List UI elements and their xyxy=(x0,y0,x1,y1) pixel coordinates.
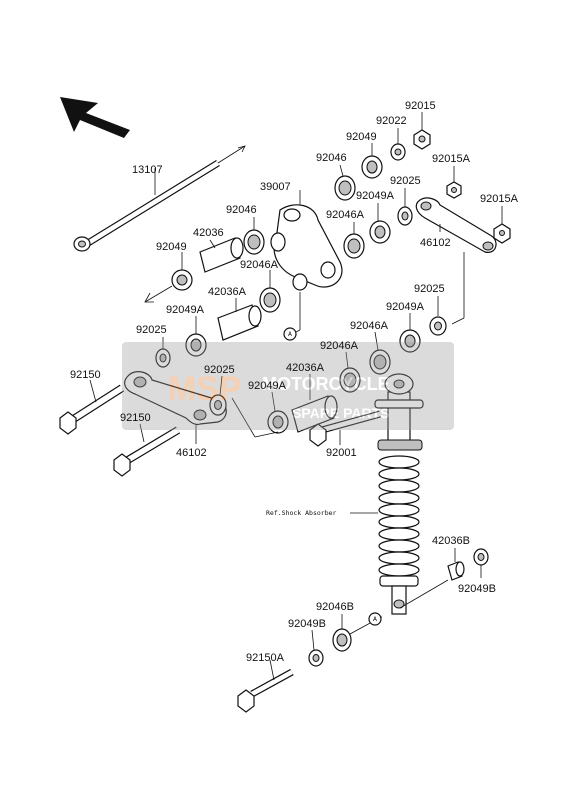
bearing-92046A-mid xyxy=(259,270,281,313)
label-92046-mid: 92046 xyxy=(226,204,257,216)
washer-92049A-left xyxy=(185,316,207,357)
bearing-92046A-low xyxy=(339,351,361,393)
label-46102-right: 46102 xyxy=(420,237,451,249)
label-92049B-right: 92049B xyxy=(458,583,496,595)
bolt-92001 xyxy=(309,410,381,447)
label-92046A-right: 92046A xyxy=(350,320,389,332)
label-92022: 92022 xyxy=(376,115,407,127)
label-92046A-top: 92046A xyxy=(326,209,365,221)
washer-92025-top xyxy=(397,188,413,226)
label-92150-low: 92150 xyxy=(120,412,151,424)
collar-42036 xyxy=(199,237,244,273)
label-92049-top: 92049 xyxy=(346,131,377,143)
watermark: MSP MOTORCYCLE SPARE PARTS xyxy=(122,342,454,430)
shock-absorber xyxy=(350,373,424,618)
washer-92025-left xyxy=(155,337,171,368)
label-92015A-2: 92015A xyxy=(480,193,519,205)
bolt-92150A xyxy=(237,659,294,713)
bearing-92046-mid xyxy=(243,217,265,255)
label-42036B: 42036B xyxy=(432,535,470,547)
bolt-92150-top xyxy=(59,379,125,435)
watermark-line2: SPARE PARTS xyxy=(292,405,390,421)
label-92049A-top: 92049A xyxy=(356,190,395,202)
bearing-92046-top xyxy=(334,164,356,201)
label-ref-shock: Ref.Shock Absorber xyxy=(266,509,337,517)
left-arrow-line xyxy=(144,285,173,303)
washer-92049-left xyxy=(171,252,193,291)
bearing-92046A-right xyxy=(369,331,391,375)
label-39007: 39007 xyxy=(260,181,291,193)
tie-rod-46102-right xyxy=(415,197,497,325)
label-92025-left: 92025 xyxy=(136,324,167,336)
label-92049A-left: 92049A xyxy=(166,304,205,316)
label-92049A-right: 92049A xyxy=(386,301,425,313)
label-ref-a1: A xyxy=(288,330,292,338)
watermark-line1: MOTORCYCLE xyxy=(262,374,390,394)
label-92046A-low: 92046A xyxy=(320,340,359,352)
collar-42036B-line xyxy=(399,579,449,609)
bearing-92046A-top xyxy=(343,222,365,259)
label-92046B: 92046B xyxy=(316,601,354,613)
washer-92049B-right xyxy=(473,548,489,578)
collar-42036A-low xyxy=(291,374,338,433)
watermark-brand: MSP xyxy=(168,370,242,408)
bracket-lines xyxy=(231,397,279,438)
label-46102-low: 46102 xyxy=(176,447,207,459)
washer-92049-top xyxy=(361,143,383,179)
label-42036: 42036 xyxy=(193,227,224,239)
front-direction-arrow-icon xyxy=(60,97,130,138)
washer-92049A-right xyxy=(399,313,421,353)
label-42036A-low: 42036A xyxy=(286,362,325,374)
label-ref-a2: A xyxy=(373,615,377,623)
nut-92015 xyxy=(413,112,431,150)
label-92150-top: 92150 xyxy=(70,369,101,381)
nut-92015A-1 xyxy=(446,166,462,199)
shock-spring xyxy=(378,455,420,577)
label-92049B-left: 92049B xyxy=(288,618,326,630)
ref-circle-a1 xyxy=(283,327,297,341)
washer-92025-low xyxy=(209,375,227,416)
rocker-arm-39007 xyxy=(270,190,343,335)
label-42036A-top: 42036A xyxy=(208,286,247,298)
washer-92049A-top xyxy=(369,203,391,244)
collar-42036B xyxy=(447,548,465,581)
link-46102-low xyxy=(124,371,227,444)
washer-92025-right xyxy=(429,296,447,336)
bearing-92046B xyxy=(332,614,373,652)
shaft-13107 xyxy=(73,145,246,252)
washer-92022 xyxy=(390,128,406,161)
bolt-92150-low xyxy=(113,423,181,477)
washer-92049A-low xyxy=(267,391,289,434)
label-92049A-low: 92049A xyxy=(248,380,287,392)
nut-92015A-2 xyxy=(493,206,511,244)
label-92025-top: 92025 xyxy=(390,175,421,187)
ref-circle-a2 xyxy=(368,612,382,626)
washer-92049B-left xyxy=(308,629,324,667)
collar-42036A-top xyxy=(217,298,262,341)
label-92150A: 92150A xyxy=(246,652,285,664)
label-92015A-1: 92015A xyxy=(432,153,471,165)
label-92025-right: 92025 xyxy=(414,283,445,295)
label-92049-left: 92049 xyxy=(156,241,187,253)
label-92025-low: 92025 xyxy=(204,364,235,376)
label-92046A-mid: 92046A xyxy=(240,259,279,271)
label-92046-top: 92046 xyxy=(316,152,347,164)
label-92001: 92001 xyxy=(326,447,357,459)
label-13107: 13107 xyxy=(132,164,163,176)
label-92015: 92015 xyxy=(405,100,436,112)
